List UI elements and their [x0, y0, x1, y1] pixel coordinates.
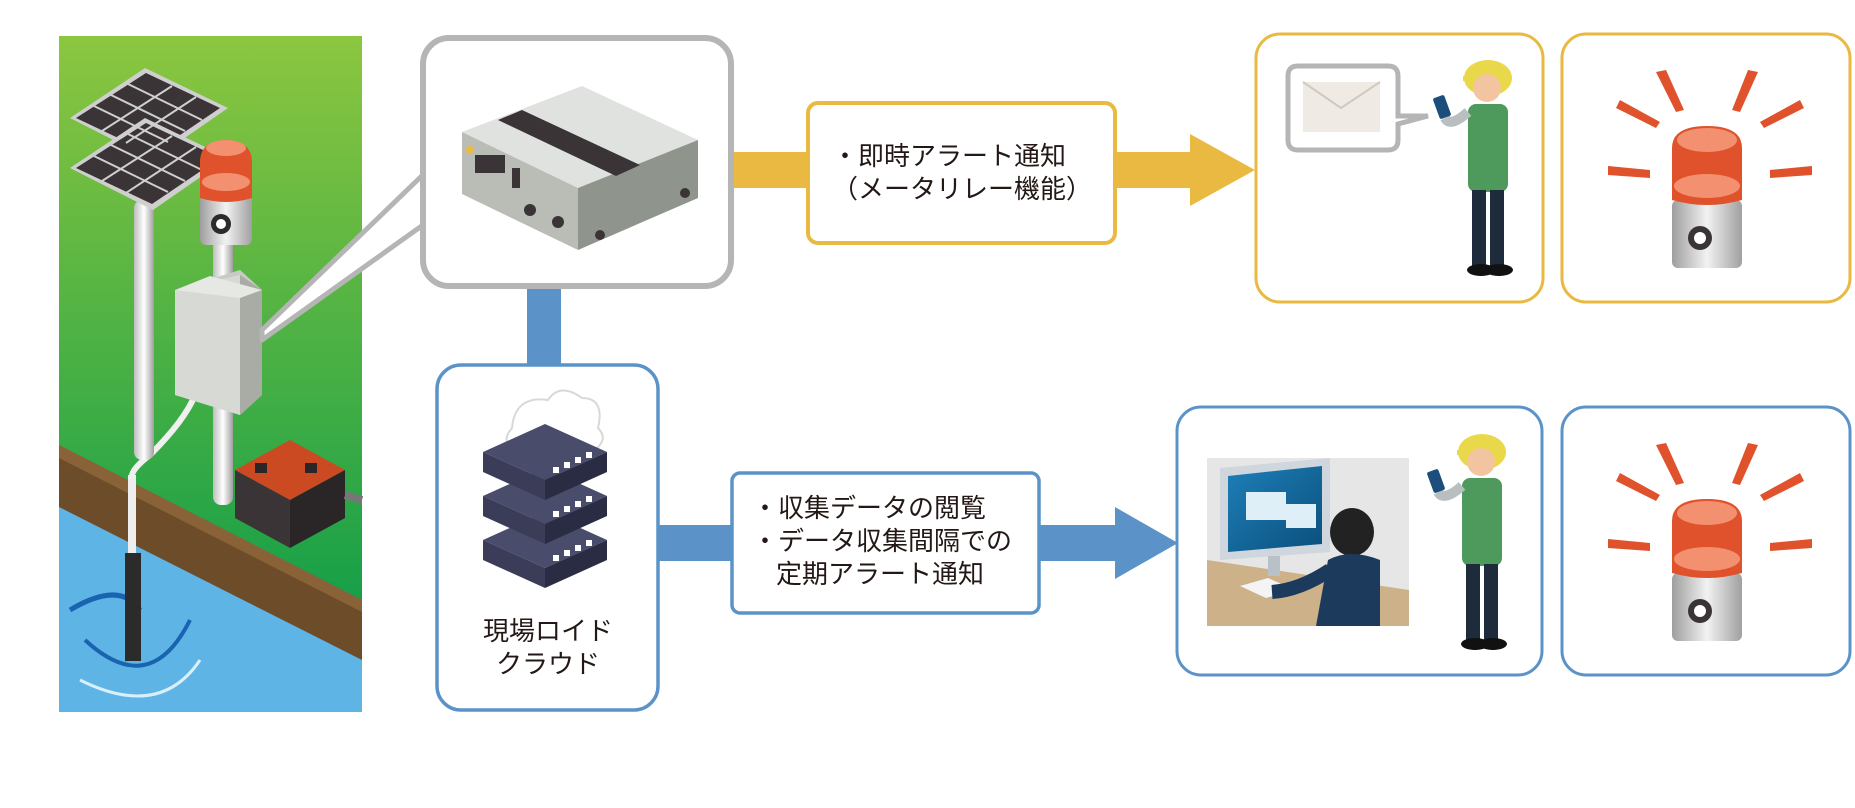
upper-connector: [732, 152, 810, 188]
router-device-icon: [462, 86, 698, 250]
worker-with-smartphone-icon-lower: [1427, 434, 1507, 650]
cloud-server-icon: [483, 389, 607, 588]
rotating-alarm-light-icon-lower: [1608, 443, 1812, 641]
upper-arrow-head: [1190, 134, 1255, 206]
operator-at-pc-icon: [1207, 458, 1409, 626]
site-alarm-icon: [200, 140, 252, 245]
instant-alert-box: [806, 101, 1117, 245]
instant-alert-line2: （メータリレー機能）: [832, 175, 1093, 205]
mail-bubble-icon: [1285, 63, 1429, 153]
cloud-label-line2: クラウド: [495, 650, 600, 680]
data-view-line3: 定期アラート通知: [776, 560, 985, 590]
cloud-label-line1: 現場ロイド: [482, 617, 613, 647]
control-box-icon: [175, 270, 262, 415]
worker-with-smartphone-icon: [1433, 60, 1513, 276]
instant-alert-line1: ・即時アラート通知: [832, 142, 1067, 172]
router-cloud-connector: [527, 285, 561, 365]
lower-connector: [656, 525, 734, 561]
rotating-alarm-light-icon: [1608, 70, 1812, 268]
solar-panel-icon: [70, 68, 228, 210]
battery-icon: [235, 440, 364, 548]
data-view-line1: ・収集データの閲覧: [752, 494, 987, 524]
site-illustration: [59, 36, 364, 712]
lower-arrow-head: [1115, 507, 1178, 579]
data-view-line2: ・データ収集間隔での: [752, 527, 1013, 557]
data-view-box: [730, 471, 1041, 615]
